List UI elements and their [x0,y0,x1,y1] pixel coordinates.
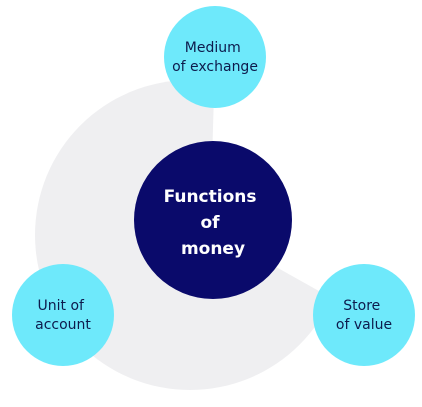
center-label: Functions of money [164,187,263,259]
center-label-line-3: money [181,239,245,259]
node-label-unit: Unit of account [35,298,91,333]
node-circle-store [313,264,415,366]
center-node: Functions of money [134,141,292,299]
node-label-store-line-1: Store [343,298,380,314]
center-circle [134,141,292,299]
node-medium-of-exchange: Medium of exchange [164,6,266,108]
node-circle-medium [164,6,266,108]
node-circle-unit [12,264,114,366]
node-label-medium: Medium of exchange [172,40,258,75]
node-store-of-value: Store of value [313,264,415,366]
center-label-line-1: Functions [164,187,257,207]
node-label-store: Store of value [336,298,392,333]
node-unit-of-account: Unit of account [12,264,114,366]
node-label-medium-line-1: Medium [185,40,241,56]
node-label-medium-line-2: of exchange [172,59,258,75]
node-label-unit-line-2: account [35,317,91,333]
node-label-unit-line-1: Unit of [38,298,86,314]
node-label-store-line-2: of value [336,317,392,333]
center-label-line-2: of [201,213,221,233]
